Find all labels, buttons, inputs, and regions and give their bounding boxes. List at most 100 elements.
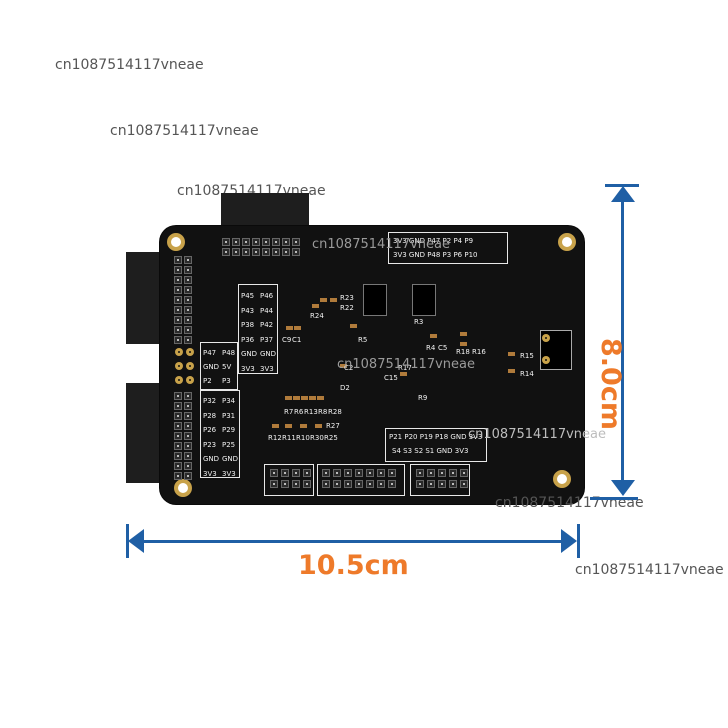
smd-part [286,326,293,330]
smd-part [309,396,316,400]
smd-part [460,342,467,346]
bottom-pin-header-1 [270,469,311,488]
smd-part [340,364,347,368]
ref-label: R28 [328,408,342,416]
watermark: cn1087514117vneae [468,427,606,442]
ref-label: R11 [282,434,296,442]
label-box-e [200,390,240,478]
pad [175,348,183,356]
silk-top-row1: 3V3 GND P47 P2 P4 P9 [393,237,474,245]
bottom-header-box-2 [317,464,405,496]
left-connector-lower [126,383,166,483]
ref-label: R8 [318,408,328,416]
smd-part [285,396,292,400]
ref-label: C15 [384,374,398,382]
pcb-board: 3V3 GND P47 P2 P4 P9 3V3 GND P48 P3 P6 P… [160,226,584,504]
smd-part [312,304,319,308]
smd-part [315,424,322,428]
height-label: 8.0cm [595,338,626,430]
ref-label: C2 [344,364,354,372]
dim-tick-left [126,524,129,558]
smd-part [400,372,407,376]
ref-label: C5 [438,344,448,352]
silk-bottom-row2: S4 S3 S2 S1 GND 3V3 [392,447,469,455]
smd-part [320,298,327,302]
smd-part [508,352,515,356]
ref-label: R15 [520,352,534,360]
silk-bottom-row1: P21 P20 P19 P18 GND 3V3 [389,433,483,441]
ref-label: R3 [414,318,424,326]
watermark: cn1087514117vneae [575,562,724,578]
arrow-down-icon [611,480,635,496]
ref-label: R5 [358,336,368,344]
bottom-header-box-3 [410,464,470,496]
dim-tick-right [577,524,580,558]
bottom-header-box-1 [264,464,314,496]
label-box-c [200,342,238,390]
smd-part [508,369,515,373]
ref-label: R24 [310,312,324,320]
left-pin-header-lower [174,392,192,480]
dim-tick-bottom [590,497,638,500]
pad [175,362,183,370]
smd-part [272,424,279,428]
ref-label: C9 [282,336,292,344]
arrow-right-icon [561,529,577,553]
ref-label: R13 [304,408,318,416]
component-block [363,284,387,316]
pad [186,348,194,356]
mounting-hole [553,470,571,488]
ref-label: C1 [292,336,302,344]
watermark: cn1087514117vneae [337,357,475,372]
ref-label: R17 [398,364,412,372]
ref-label: R7 [284,408,294,416]
smd-part [350,324,357,328]
pad [542,334,550,342]
bottom-pin-header-3 [416,469,468,488]
pad [542,356,550,364]
ref-label: R9 [418,394,428,402]
ref-label: R25 [324,434,338,442]
pad [186,376,194,384]
arrow-up-icon [611,186,635,202]
smd-part [460,332,467,336]
width-dimension-line [143,540,563,543]
smd-part [430,334,437,338]
ref-label: R23 [340,294,354,302]
top-label-box [388,232,508,264]
ref-label: R18 [456,348,470,356]
ref-label: D2 [340,384,350,392]
silk-top-row2: 3V3 GND P48 P3 P6 P10 [393,251,478,259]
pad [175,376,183,384]
smd-part [317,396,324,400]
dim-tick-top [605,184,639,187]
ref-label: R14 [520,370,534,378]
smd-part [300,424,307,428]
smd-part [293,396,300,400]
ref-label: R16 [472,348,486,356]
ref-label: R10 [296,434,310,442]
smd-part [330,298,337,302]
ref-label: R22 [340,304,354,312]
component-block [412,284,436,316]
smd-part [294,326,301,330]
ref-label: R4 [426,344,436,352]
ref-label: R27 [326,422,340,430]
watermark: cn1087514117vneae [312,237,450,252]
arrow-left-icon [128,529,144,553]
left-pin-header-upper [174,256,192,344]
bottom-pin-header-2 [322,469,396,488]
watermark: cn1087514117vneae [55,57,204,73]
label-box-a [238,284,278,374]
top-pin-header [222,238,300,256]
smd-part [301,396,308,400]
width-label: 10.5cm [298,550,409,581]
pad [186,362,194,370]
mounting-hole [167,233,185,251]
bottom-label-box [385,428,487,462]
